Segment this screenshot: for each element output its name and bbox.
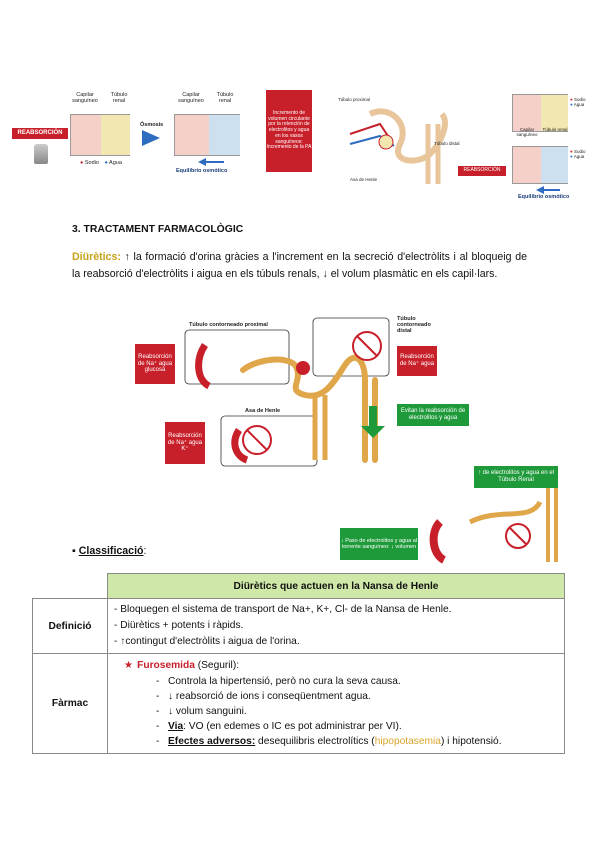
- list-item: Controla la hipertensió, però no cura la…: [156, 674, 558, 689]
- classificacio-label: Classificació: [78, 545, 144, 557]
- list-item-via: Via: VO (en edemes o IC es pot administr…: [156, 719, 558, 734]
- kidney-label-asa: Asa de Henle: [350, 177, 378, 182]
- diagram-right-top: [512, 94, 568, 132]
- list-item: ↓ reabsorció de ions i conseqüentment ag…: [156, 689, 558, 704]
- label-capilar-2: Capilar sanguíneo: [178, 92, 204, 105]
- label-tubulo: Túbulo renal: [110, 92, 128, 105]
- arrow-left-icon: [198, 158, 206, 166]
- definicio-line: - Diürètics + potents i ràpids.: [114, 620, 244, 631]
- label-tubulo-distal: Túbulo contorneado distal: [397, 316, 431, 335]
- label-capilar: Capilar sanguíneo: [72, 92, 98, 105]
- bullet-icon: ▪: [72, 545, 76, 557]
- evitan-box: Evitan la reabsorción de electrolitos y …: [397, 404, 469, 426]
- figure-nephron: Túbulo contorneado proximal Túbulo conto…: [135, 310, 475, 470]
- row-label-definicio: Definició: [32, 598, 108, 654]
- equilibrio-label: Equilibrio osmótico: [176, 168, 228, 174]
- osmosis-label: Ósmosis: [140, 122, 164, 128]
- label-capilar-3: Capilar sanguíneo: [516, 127, 538, 137]
- figure-reabsorcion: Capilar sanguíneo Túbulo renal REABSORCI…: [12, 84, 592, 214]
- classificacio-heading: ▪ Classificació:: [72, 545, 147, 557]
- note-box: Incremento de volumen circulante por la …: [266, 90, 312, 172]
- definicio-line: - ↑contingut d'electròlits i aigua de l'…: [114, 636, 300, 647]
- reab-asa-box: Reabsorción de Na⁺ agua K⁺: [165, 422, 205, 464]
- drug-list: Controla la hipertensió, però no cura la…: [156, 674, 558, 749]
- kidney-label-distal: Túbulo distal: [434, 141, 460, 146]
- label-tubulo-3: Túbulo renal: [542, 127, 568, 132]
- reabsorcion-label: REABSORCIÓN: [12, 128, 68, 139]
- reabsorcion-label-2: REABSORCIÓN: [458, 166, 506, 176]
- diuretics-paragraph: Diürètics: ↑ la formació d'orina gràcies…: [72, 249, 527, 283]
- drug-brand: (Seguril):: [194, 660, 240, 671]
- table-header-row: Diürètics que actuen en la Nansa de Henl…: [32, 573, 565, 599]
- label-tubulo-proximal: Túbulo contorneado proximal: [189, 322, 268, 328]
- list-item: ↓ volum sanguini.: [156, 704, 558, 719]
- star-icon: ★: [124, 660, 134, 671]
- increase-box: ↑ de electrolitos y agua en el Túbulo Re…: [474, 466, 558, 488]
- diuretics-table: Diürètics que actuen en la Nansa de Henl…: [32, 573, 565, 754]
- diuretics-label: Diürètics:: [72, 251, 121, 263]
- arrow-right-icon: [142, 130, 160, 146]
- reab-right-box: Reabsorción de Na⁺ agua: [397, 346, 437, 376]
- arrow-left-icon-2: [536, 186, 544, 194]
- diagram-right-bottom: [512, 146, 568, 184]
- diagram-after: [174, 114, 240, 156]
- equilibrio-label-2: Equilibrio osmótico: [518, 194, 570, 200]
- figure-tubulo-renal: ↑ de electrolitos y agua en el Túbulo Re…: [340, 462, 570, 572]
- legend-right-2: ● Sodio ● Agua: [570, 149, 586, 159]
- row-label-farmac: Fàrmac: [32, 653, 108, 754]
- section-title: 3. TRACTAMENT FARMACOLÒGIC: [72, 224, 244, 235]
- legend-right: ● Sodio ● Agua: [570, 97, 586, 107]
- kidney-illustration: Túbulo proximal Asa de Henle Túbulo dist…: [330, 94, 470, 190]
- kidney-label-proximal: Túbulo proximal: [338, 97, 371, 102]
- table-row-farmac: Fàrmac ★Furosemida (Seguril): Controla l…: [32, 653, 565, 754]
- salt-shaker-icon: [34, 144, 48, 164]
- list-item-efectes: Efectes adversos: desequilibris electrol…: [156, 734, 558, 749]
- label-asa: Asa de Henle: [245, 408, 281, 414]
- reab-left-box: Reabsorción de Na⁺ agua glucosa: [135, 344, 175, 384]
- table-header: Diürètics que actuen en la Nansa de Henl…: [107, 573, 565, 599]
- definicio-line: - Bloquegen el sistema de transport de N…: [114, 604, 452, 615]
- label-tubulo-2: Túbulo renal: [216, 92, 234, 105]
- decrease-box: ↓ Paso de electrolitos y agua al torrent…: [340, 528, 418, 560]
- table-row-definicio: Definició - Bloquegen el sistema de tran…: [32, 598, 565, 654]
- drug-name: Furosemida: [137, 660, 195, 671]
- legend: ● Sodio ● Agua: [80, 160, 122, 166]
- diagram-before: [70, 114, 130, 156]
- diuretics-text: ↑ la formació d'orina gràcies a l'increm…: [72, 251, 527, 280]
